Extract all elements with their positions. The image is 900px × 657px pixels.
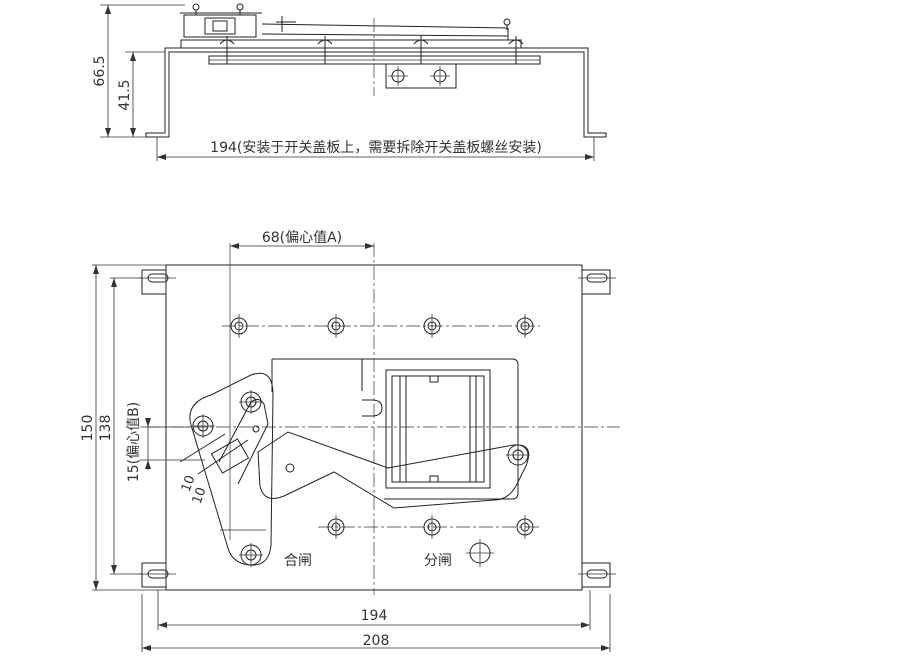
screw-row-bottom [318,515,540,539]
side-view: 66.5 41.5 194(安装于开关盖板上，需要拆除开关盖板螺丝安装) [92,3,607,161]
side-bracket [145,47,607,138]
side-upper-plate [180,39,522,49]
dim-eccentric-a: 68(偏心值A) [262,230,342,246]
dim-width-note: 194(安装于开关盖板上，需要拆除开关盖板螺丝安装) [210,140,542,156]
top-view: 68(偏心值A) 150 138 15(偏心值B) 10 10 合闸 分闸 [80,230,620,652]
side-cam-block [385,63,457,89]
dim-height-lower: 41.5 [117,79,133,110]
dim-height-total: 66.5 [92,55,108,86]
dim-eccentric-b: 15(偏心值B) [126,402,142,482]
side-mechanism-box [183,14,257,38]
crank-arm [179,372,274,567]
dim-width-inner: 194 [361,608,388,624]
side-screws [219,36,524,65]
dim-height-outer: 150 [80,415,96,442]
dim-height-inner: 138 [98,415,114,442]
angle-label-1: 10 [179,473,199,494]
coil-assembly [385,369,491,489]
connecting-rod [252,425,530,509]
open-label: 分闸 [424,553,452,569]
dim-width-outer: 208 [363,633,390,649]
close-label: 合闸 [284,553,312,569]
screw-row-top [222,314,540,338]
mounting-slots [138,269,616,588]
angle-label-2: 10 [190,485,210,506]
motor-housing [271,358,519,500]
